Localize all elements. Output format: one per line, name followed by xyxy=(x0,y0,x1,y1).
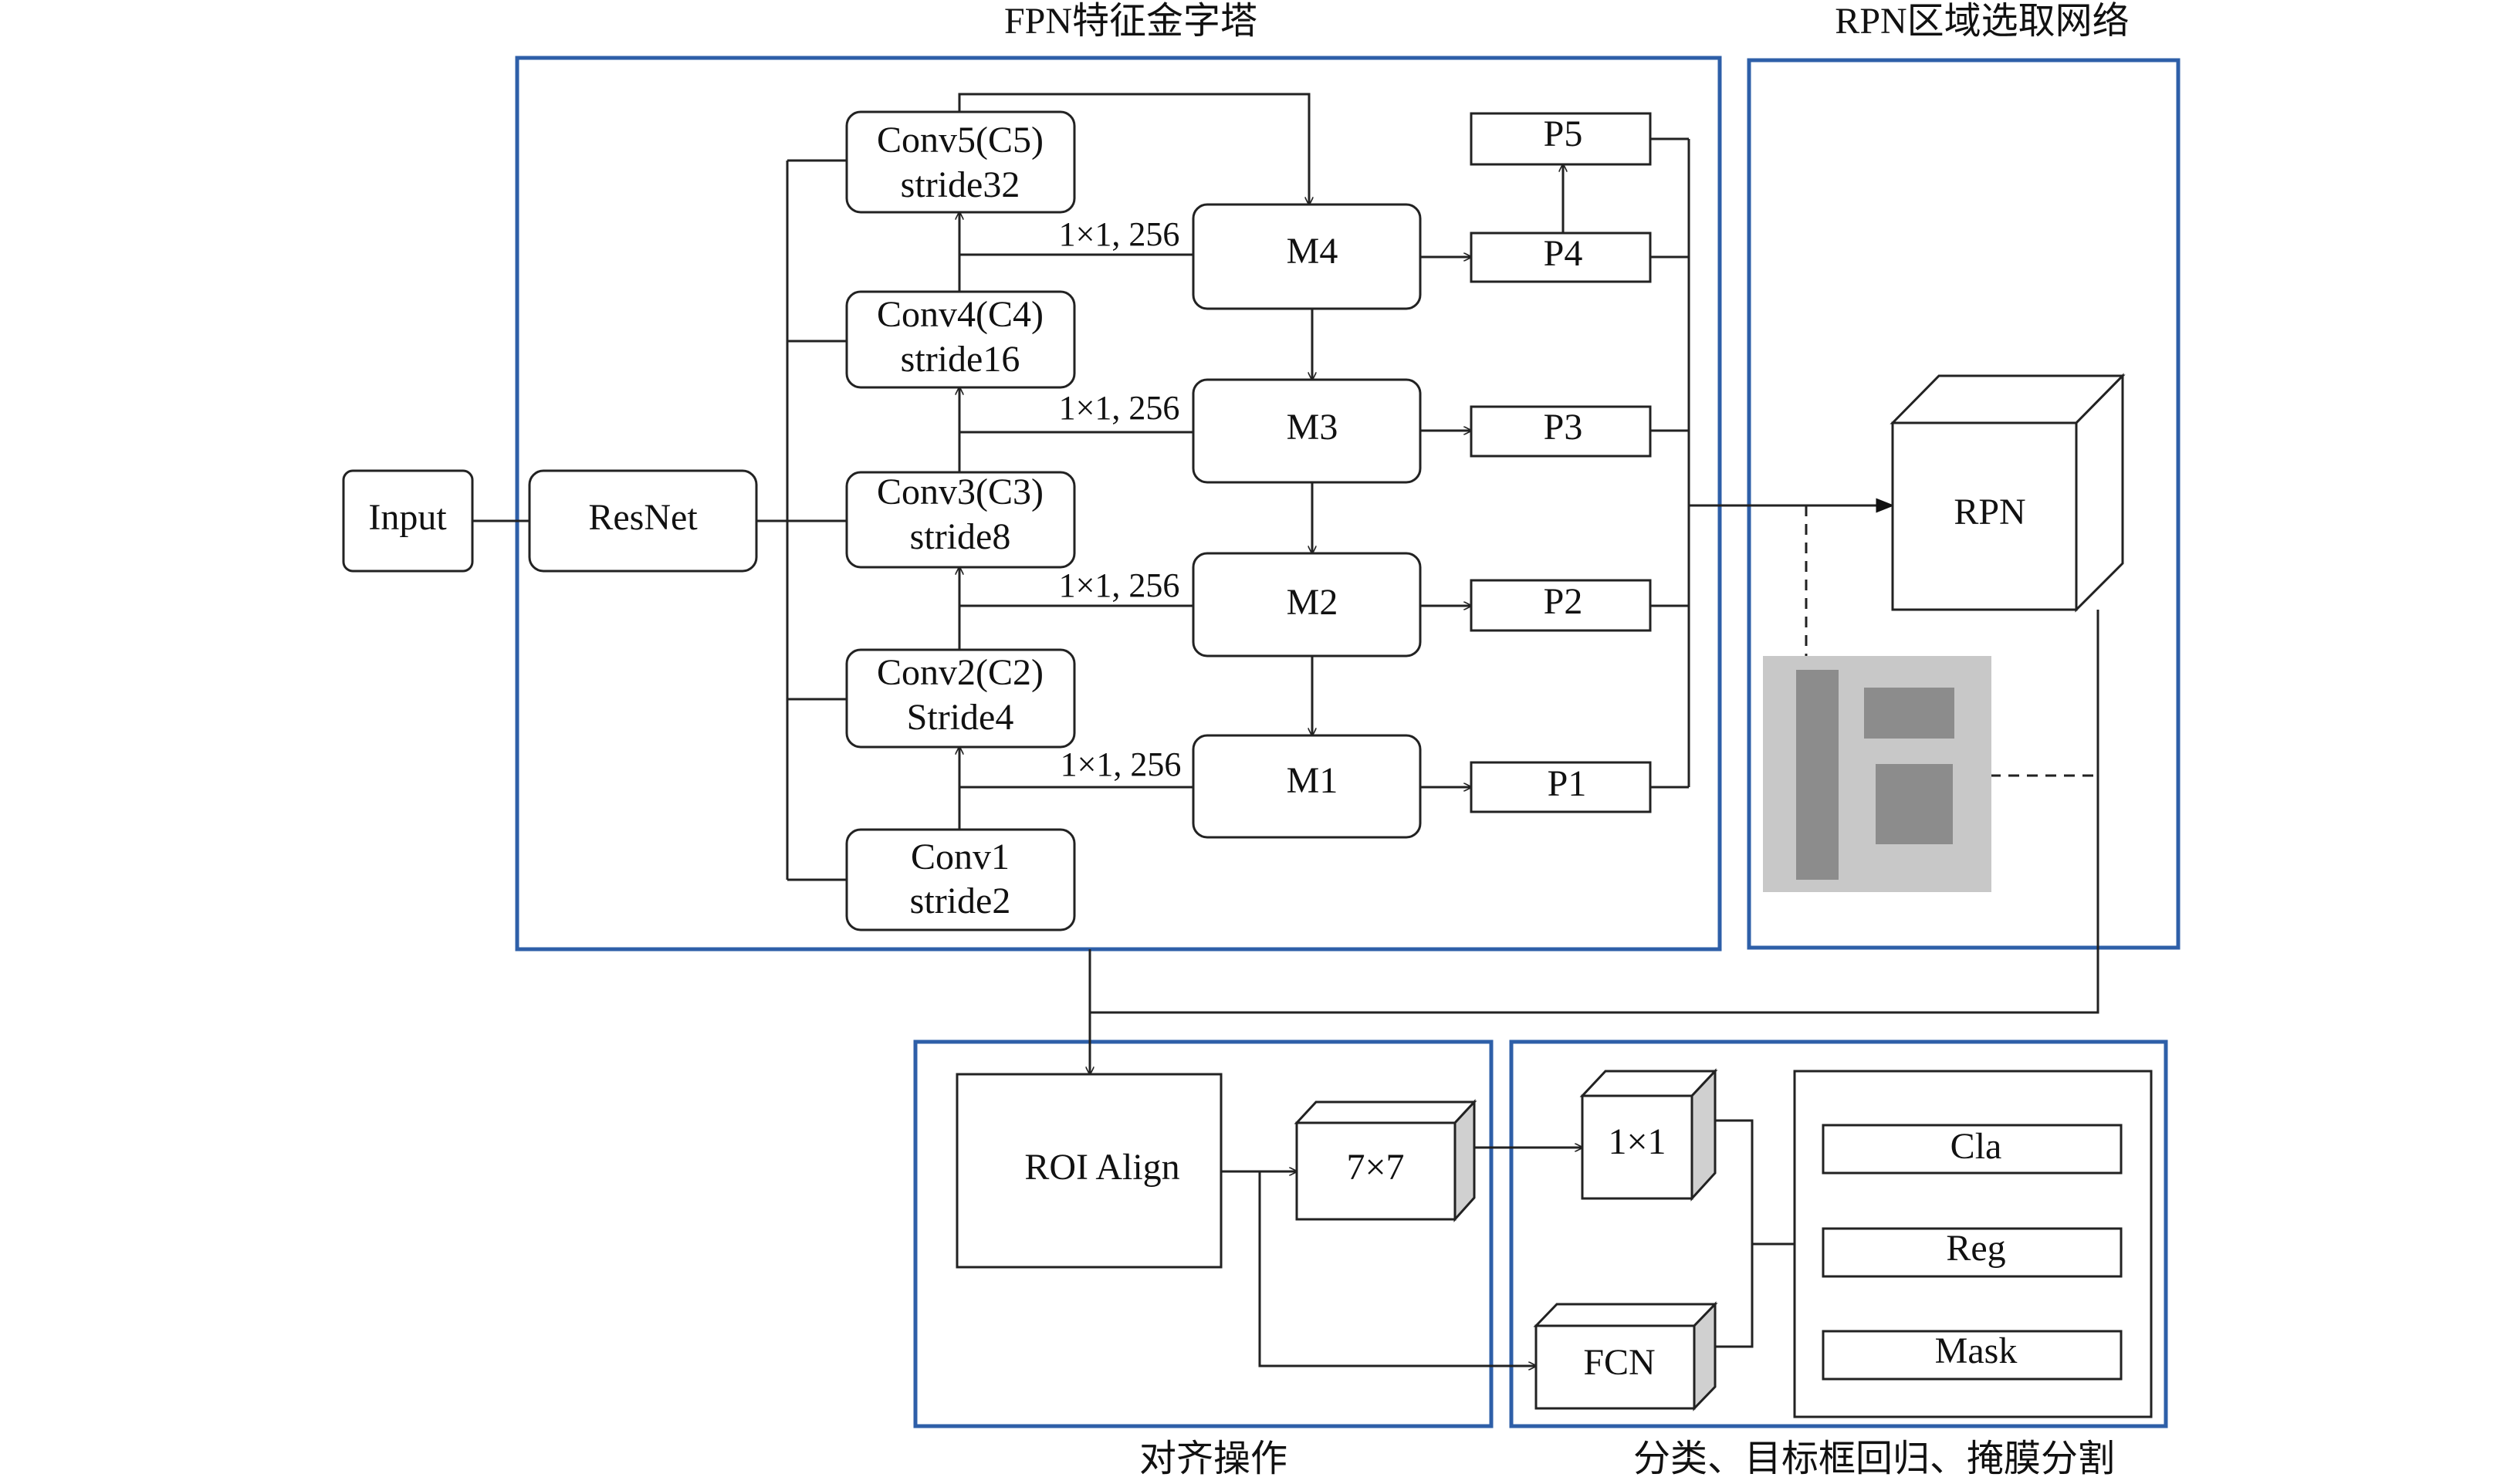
cla-label: Cla xyxy=(1950,1126,2002,1167)
m2-label: M2 xyxy=(1287,582,1338,623)
roi-to-fcn-arrow xyxy=(1258,1171,1536,1366)
conv5-label-line2: stride32 xyxy=(901,164,1020,205)
lateral-label-m4: 1×1, 256 xyxy=(1059,215,1180,253)
lateral-label-m3: 1×1, 256 xyxy=(1059,389,1180,427)
p2-label: P2 xyxy=(1544,581,1583,622)
m3-label: M3 xyxy=(1287,407,1338,448)
p4-node: P4 xyxy=(1470,232,1652,283)
p5-label: P5 xyxy=(1544,113,1583,154)
proposal-map-illustration xyxy=(1763,656,1991,892)
rpn-cube-node: RPN xyxy=(1890,373,2126,613)
lateral-label-m2: 1×1, 256 xyxy=(1059,566,1180,604)
fcn-label: FCN xyxy=(1583,1342,1655,1383)
fcn-cube-node: FCN xyxy=(1533,1301,1718,1411)
lateral-label-m1: 1×1, 256 xyxy=(1061,745,1182,783)
m4-label: M4 xyxy=(1287,231,1338,272)
reg-label: Reg xyxy=(1946,1228,2005,1269)
conv2-node: Conv2(C2) Stride4 xyxy=(845,648,1076,749)
conv3-label-line2: stride8 xyxy=(910,516,1011,557)
cla-head-node: Cla xyxy=(1822,1124,2123,1175)
mask-head-node: Mask xyxy=(1822,1330,2123,1381)
align-section-frame xyxy=(913,1039,1494,1428)
rpn-section-frame xyxy=(1747,58,2181,950)
conv2-label-line1: Conv2(C2) xyxy=(877,652,1044,693)
conv1-label-line2: stride2 xyxy=(910,881,1011,921)
conv1x1-label: 1×1 xyxy=(1608,1121,1666,1162)
p5-node: P5 xyxy=(1470,112,1652,166)
p3-label: P3 xyxy=(1544,407,1583,448)
heads-section-frame xyxy=(1509,1039,2168,1428)
conv4-label-line2: stride16 xyxy=(901,339,1020,380)
p1-label: P1 xyxy=(1548,763,1587,804)
m2-node: M2 xyxy=(1192,552,1422,657)
p2-node: P2 xyxy=(1470,579,1652,632)
reg-head-node: Reg xyxy=(1822,1227,2123,1278)
fcn-to-heads-edge xyxy=(1715,1244,1754,1348)
fpn-section-title: FPN特征金字塔 xyxy=(1004,1,1257,42)
fpn-section-frame xyxy=(515,56,1722,952)
conv1-label-line1: Conv1 xyxy=(911,837,1010,877)
conv5-to-m4-arrow xyxy=(958,93,1309,205)
rpn-to-roi-edge xyxy=(1090,610,2099,1014)
pool7-cube-node: 7×7 xyxy=(1294,1099,1477,1222)
m3-node: M3 xyxy=(1192,378,1422,484)
conv3-node: Conv3(C3) stride8 xyxy=(845,471,1076,569)
roi-align-label: ROI Align xyxy=(1024,1147,1179,1188)
conv1x1-cube-node: 1×1 xyxy=(1579,1068,1718,1202)
pool7-label: 7×7 xyxy=(1346,1147,1404,1188)
align-section-title: 对齐操作 xyxy=(1139,1438,1287,1479)
rpn-label: RPN xyxy=(1954,492,2025,532)
conv5-node: Conv5(C5) stride32 xyxy=(845,110,1076,214)
resnet-label: ResNet xyxy=(588,497,698,538)
p1-node: P1 xyxy=(1470,761,1652,813)
p3-node: P3 xyxy=(1470,405,1652,458)
m4-node: M4 xyxy=(1192,203,1422,310)
m1-label: M1 xyxy=(1287,760,1338,801)
conv4-label-line1: Conv4(C4) xyxy=(877,294,1044,335)
conv1x1-to-heads-edge xyxy=(1715,1119,1754,1244)
heads-section-title: 分类、目标框回归、掩膜分割 xyxy=(1633,1438,2115,1479)
input-label: Input xyxy=(368,497,447,538)
roi-align-node: ROI Align xyxy=(956,1073,1223,1269)
rpn-section-title: RPN区域选取网络 xyxy=(1835,1,2129,42)
conv3-label-line1: Conv3(C3) xyxy=(877,472,1044,512)
mask-label: Mask xyxy=(1935,1330,2018,1371)
p4-label: P4 xyxy=(1544,233,1583,274)
input-node: Input xyxy=(342,469,474,573)
resnet-node: ResNet xyxy=(528,469,758,573)
conv4-node: Conv4(C4) stride16 xyxy=(845,290,1076,389)
conv1-node: Conv1 stride2 xyxy=(845,828,1076,931)
m1-node: M1 xyxy=(1192,734,1422,839)
conv5-label-line1: Conv5(C5) xyxy=(877,120,1044,161)
conv2-label-line2: Stride4 xyxy=(907,697,1014,738)
